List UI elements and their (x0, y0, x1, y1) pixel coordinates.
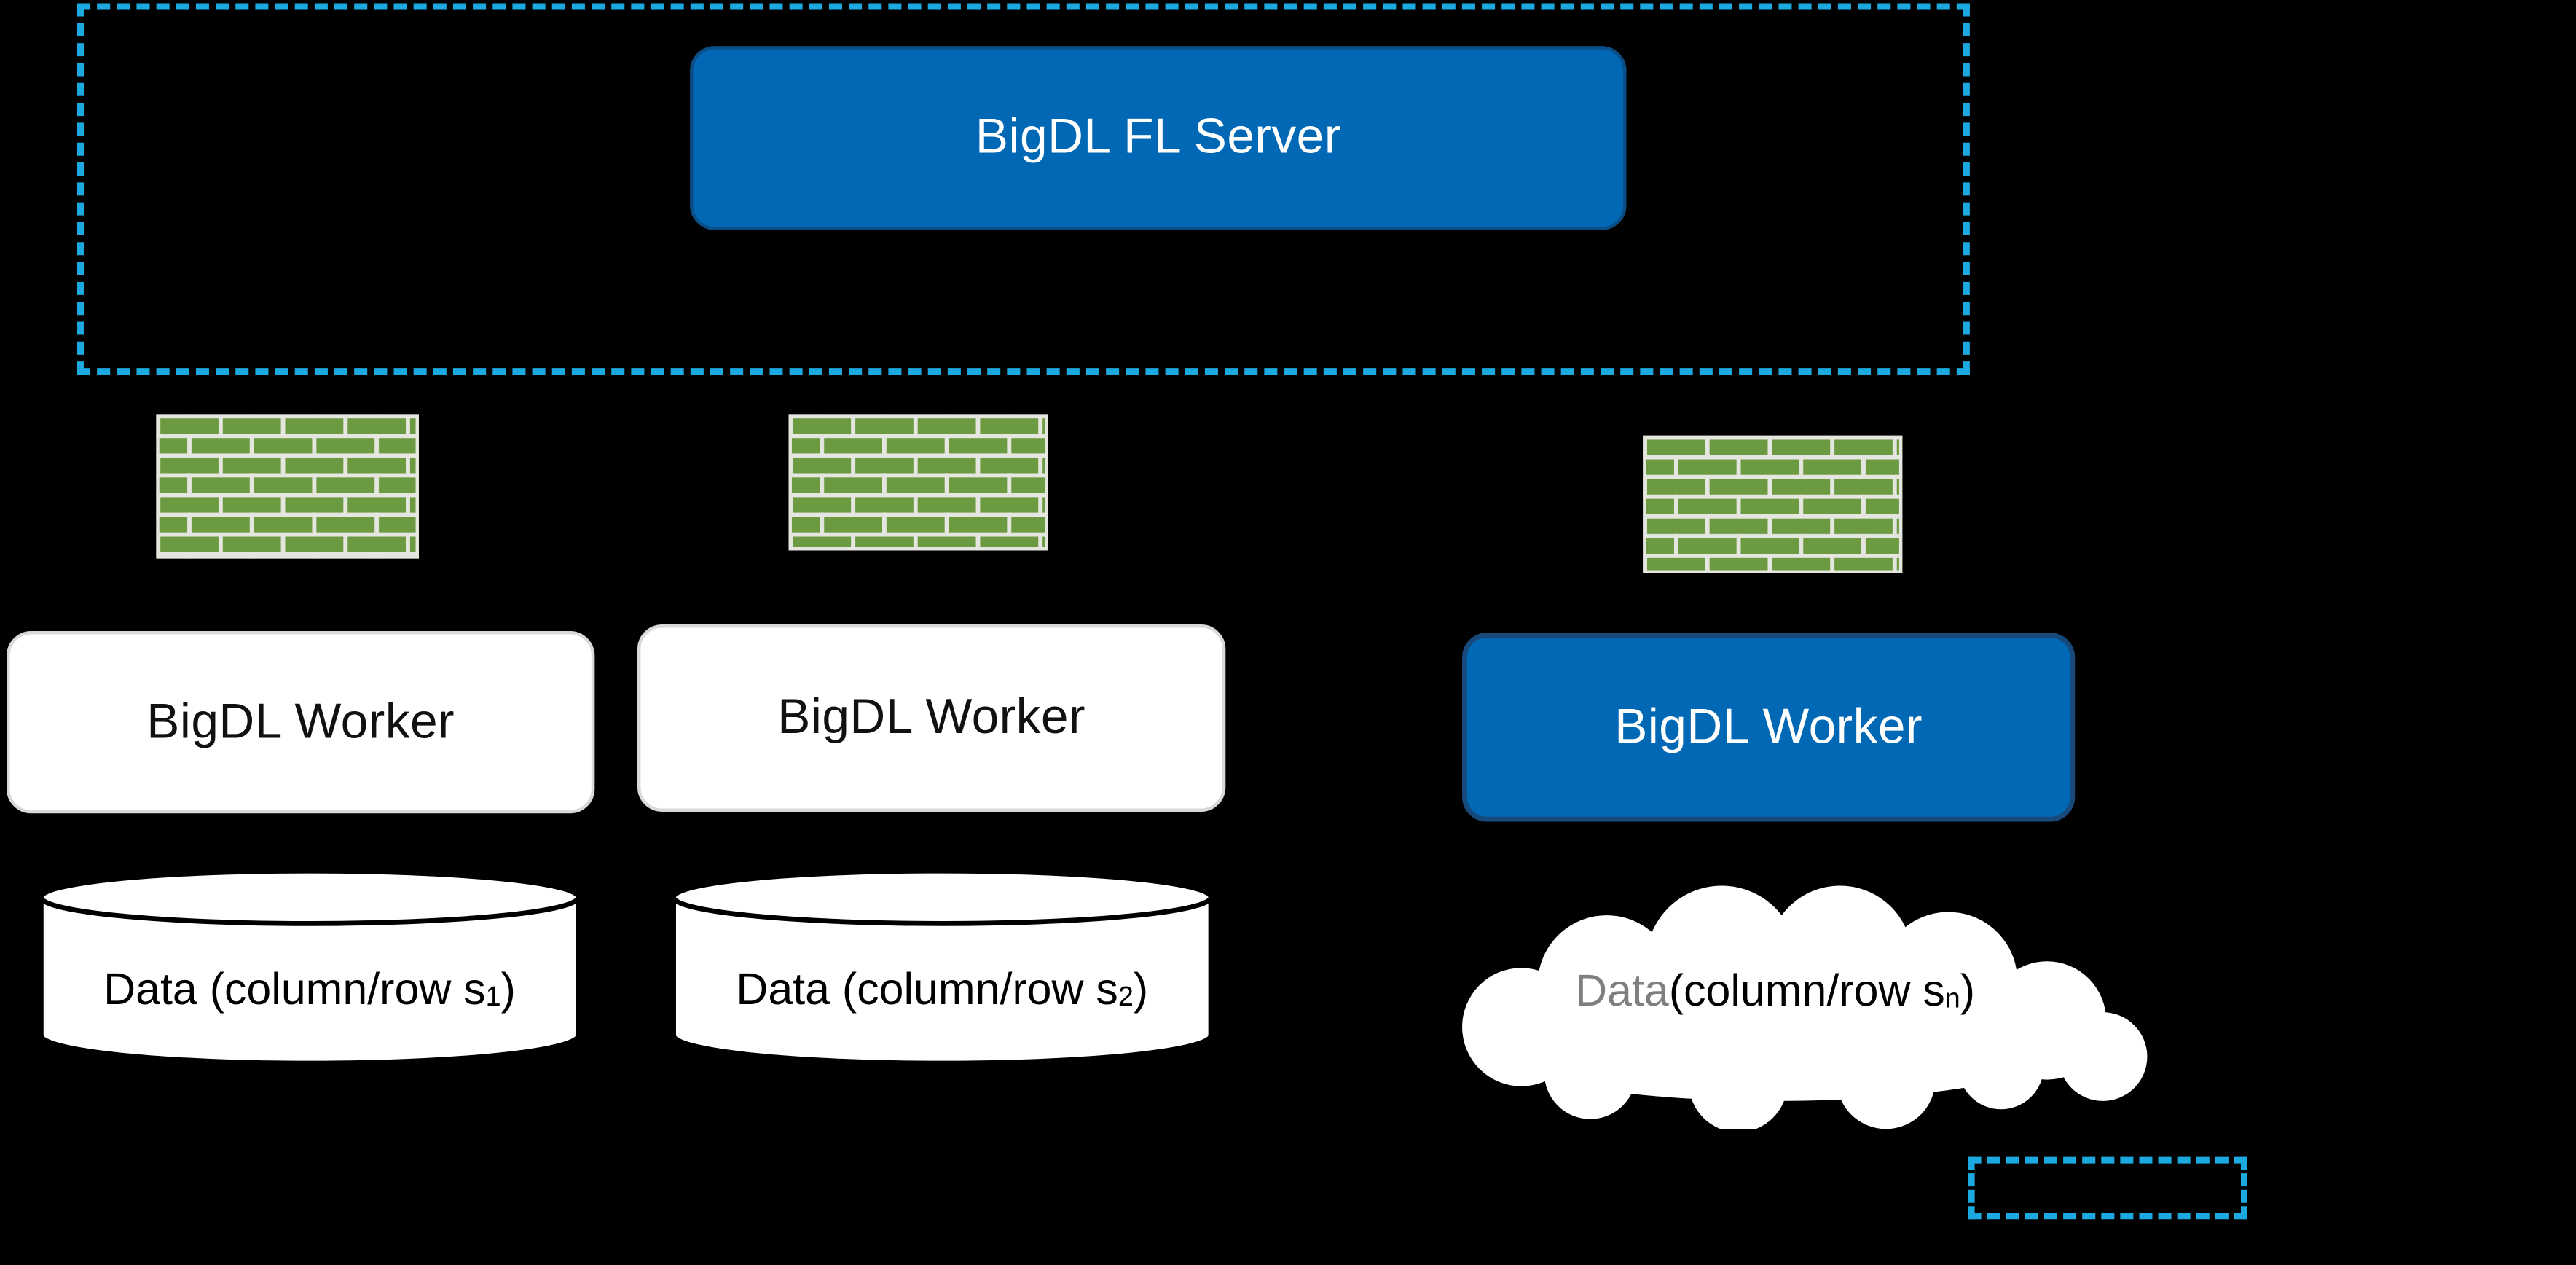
worker-node-1: BigDL Worker (7, 630, 595, 814)
worker-node-2: BigDL Worker (637, 624, 1226, 812)
firewall-icon (156, 414, 420, 559)
database-cylinder-icon (671, 868, 1214, 1066)
firewall-icon (1643, 435, 1903, 574)
firewall-icon (788, 414, 1048, 551)
data-label-suffix: ) (500, 963, 516, 1014)
worker-label: BigDL Worker (1614, 699, 1923, 753)
fl-server-boundary (76, 3, 1970, 375)
fl-server-node: BigDL FL Server (690, 46, 1627, 230)
data-label-gray-word: Data (1575, 965, 1669, 1015)
database-cylinder-icon (38, 868, 581, 1066)
cloud-icon (1462, 885, 2148, 1129)
worker-label: BigDL Worker (146, 694, 455, 749)
data-label-text: Data (column/row s (736, 963, 1118, 1014)
worker-node-3: BigDL Worker (1462, 632, 2076, 822)
data-label-text: (column/row s (1668, 965, 1945, 1015)
data-label-text: Data (column/row s (103, 963, 486, 1014)
data-label-suffix: ) (1960, 965, 1976, 1015)
legend-dashed-box (1968, 1156, 2247, 1220)
fl-server-label: BigDL FL Server (975, 110, 1341, 165)
data-label-suffix: ) (1133, 963, 1149, 1014)
worker-label: BigDL Worker (777, 690, 1086, 745)
